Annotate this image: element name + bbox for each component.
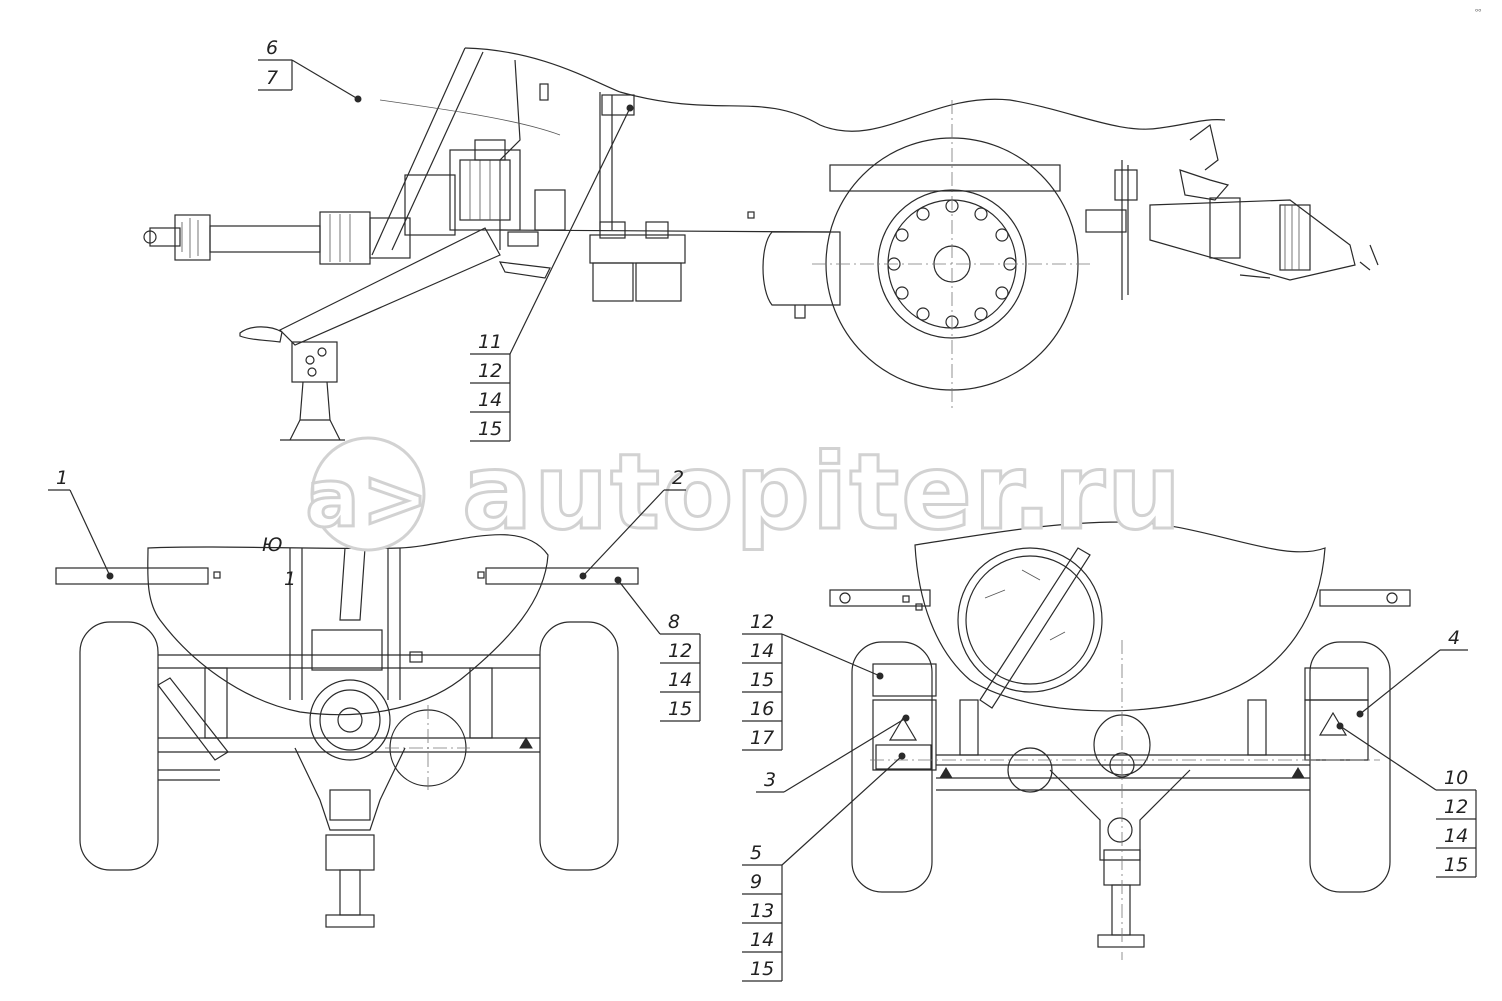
callout-label: 12 — [478, 360, 502, 382]
leader-dot — [902, 714, 910, 722]
callout-label: 14 — [478, 389, 502, 411]
callout-label: 11 — [478, 331, 502, 353]
watermark: a> autopiter.ru — [304, 430, 1183, 555]
watermark-text: autopiter.ru — [462, 431, 1183, 553]
callout-label: 14 — [750, 929, 774, 951]
leader-dot — [579, 572, 587, 580]
leader-dot — [614, 576, 622, 584]
leader-dot — [106, 572, 114, 580]
rear-view — [829, 521, 1411, 960]
leader-line — [1359, 649, 1441, 715]
callout-label: 14 — [668, 669, 692, 691]
callout-c2: 2 — [579, 467, 686, 580]
leader-line — [69, 489, 111, 577]
leader-line — [781, 755, 903, 866]
leader-dot — [876, 672, 884, 680]
leader-line — [1339, 725, 1437, 791]
callout-c4: 4 — [1356, 627, 1468, 718]
front-view: Ю 1 — [55, 534, 639, 928]
leader-line — [781, 633, 881, 677]
leader-dot — [626, 104, 634, 112]
callout-label: 4 — [1448, 627, 1460, 649]
callout-label: 3 — [764, 769, 776, 791]
callout-label: 8 — [668, 611, 680, 633]
callout-label: 15 — [668, 698, 692, 720]
callout-label: 5 — [750, 842, 762, 864]
callout-label: 9 — [750, 871, 762, 893]
callout-c10: 10 12 14 15 — [1336, 722, 1477, 878]
callout-label: 17 — [750, 727, 774, 749]
leader-line — [783, 717, 907, 793]
callout-c5: 5 9 13 14 15 — [742, 752, 906, 982]
callout-label: 12 — [668, 640, 692, 662]
callout-label: 7 — [266, 67, 278, 89]
callout-c1: 1 — [48, 467, 114, 580]
callout-label: 10 — [1444, 767, 1468, 789]
leader-line — [582, 489, 665, 577]
callout-label: 12 — [1444, 796, 1468, 818]
callout-c8: 8 12 14 15 — [614, 576, 701, 722]
callout-label: 2 — [672, 467, 684, 489]
watermark-logo: a> — [305, 452, 430, 545]
leader-line — [291, 59, 359, 100]
svg-text:Ю: Ю — [262, 534, 283, 556]
leader-dot — [898, 752, 906, 760]
callout-label: 14 — [750, 640, 774, 662]
callout-label: 15 — [750, 669, 774, 691]
callout-c12: 12 14 15 16 17 — [742, 611, 884, 751]
callout-c11: 11 12 14 15 — [470, 104, 634, 442]
callout-label: 12 — [750, 611, 774, 633]
leader-dot — [1336, 722, 1344, 730]
corner-mark: ᵒᵒ — [1475, 7, 1482, 16]
svg-text:1: 1 — [284, 568, 296, 590]
callout-label: 1 — [56, 467, 68, 489]
callout-label: 13 — [750, 900, 774, 922]
callout-label: 15 — [1444, 854, 1468, 876]
callout-label: 16 — [750, 698, 774, 720]
callout-label: 15 — [478, 418, 502, 440]
callout-label: 14 — [1444, 825, 1468, 847]
leader-dot — [1356, 710, 1364, 718]
callout-label: 15 — [750, 958, 774, 980]
callout-label: 6 — [266, 37, 278, 59]
callout-c6: 67 — [258, 37, 362, 103]
callout-c3: 3 — [756, 714, 910, 793]
leader-line — [509, 107, 631, 355]
leader-dot — [354, 95, 362, 103]
leader-line — [617, 579, 661, 635]
side-view — [143, 47, 1379, 441]
